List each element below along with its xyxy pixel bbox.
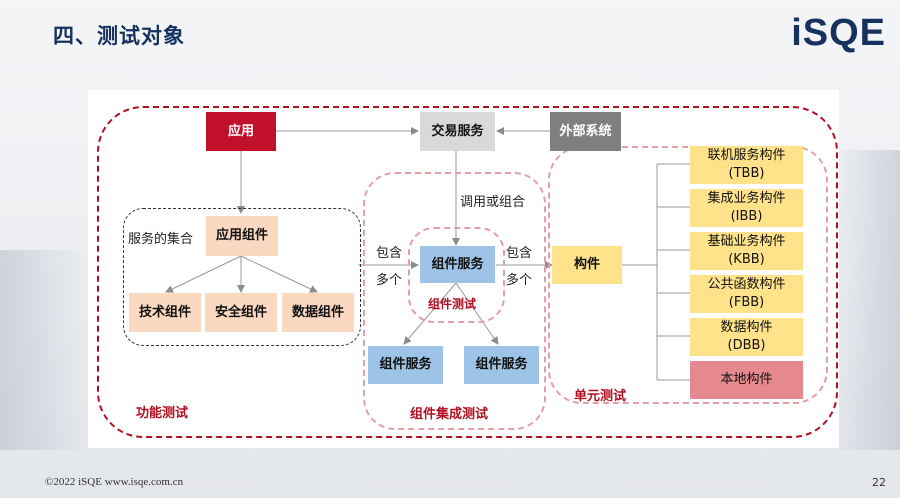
component-test-label: 组件测试 [428, 297, 477, 311]
component-service-right-node: 组件服务 [464, 346, 539, 384]
tbb-name: 联机服务构件 [707, 148, 786, 164]
dbb-node: 数据构件 (DBB) [690, 318, 803, 356]
unit-test-region [548, 146, 828, 404]
unit-test-label: 单元测试 [574, 389, 627, 404]
external-system-node: 外部系统 [550, 112, 621, 151]
component-service-left-node: 组件服务 [368, 346, 443, 384]
ibb-name: 集成业务构件 [707, 191, 786, 207]
contain-right-line1: 包含 [506, 246, 533, 261]
call-or-combine-label: 调用或组合 [460, 195, 526, 210]
integration-test-region [363, 172, 546, 430]
data-component-node: 数据组件 [282, 293, 354, 332]
background-city-left [0, 250, 90, 450]
fbb-abbr: (FBB) [728, 295, 765, 310]
functional-test-region [97, 106, 838, 438]
dbb-name: 数据构件 [720, 320, 773, 336]
local-component-node: 本地构件 [690, 361, 803, 399]
page-title: 四、测试对象 [53, 24, 185, 48]
app-node: 应用 [206, 112, 276, 151]
contain-right-line2: 多个 [506, 273, 533, 288]
tbb-node: 联机服务构件 (TBB) [690, 146, 803, 184]
page-number: 22 [872, 476, 886, 489]
fbb-name: 公共函数构件 [707, 277, 786, 293]
functional-test-label: 功能测试 [136, 406, 189, 421]
component-node: 构件 [552, 246, 622, 284]
footer-copyright: ©2022 iSQE www.isqe.com.cn [45, 476, 184, 488]
contain-left-line1: 包含 [376, 246, 403, 261]
ibb-node: 集成业务构件 (IBB) [690, 189, 803, 227]
background-city-right [830, 150, 900, 450]
appcomp-to-data [240, 255, 318, 293]
dbb-abbr: (DBB) [727, 338, 766, 353]
component-test-region [408, 227, 505, 323]
kbb-node: 基础业务构件 (KBB) [690, 232, 803, 270]
contain-left-line2: 多个 [376, 273, 403, 288]
kbb-name: 基础业务构件 [707, 234, 786, 250]
fbb-node: 公共函数构件 (FBB) [690, 275, 803, 313]
trade-service-node: 交易服务 [420, 112, 495, 151]
tech-component-node: 技术组件 [129, 293, 201, 332]
kbb-abbr: (KBB) [728, 252, 765, 267]
security-component-node: 安全组件 [205, 293, 277, 332]
ibb-abbr: (IBB) [730, 209, 763, 224]
service-set-label: 服务的集合 [128, 232, 194, 247]
isqe-logo: iSQE [791, 12, 886, 54]
app-component-node: 应用组件 [206, 216, 278, 256]
tbb-abbr: (TBB) [728, 166, 765, 181]
component-service-main-node: 组件服务 [420, 246, 495, 283]
integration-test-label: 组件集成测试 [410, 407, 489, 422]
appcomp-to-tech [165, 255, 242, 293]
service-to-right-service [455, 282, 499, 345]
service-set-region [123, 208, 361, 346]
